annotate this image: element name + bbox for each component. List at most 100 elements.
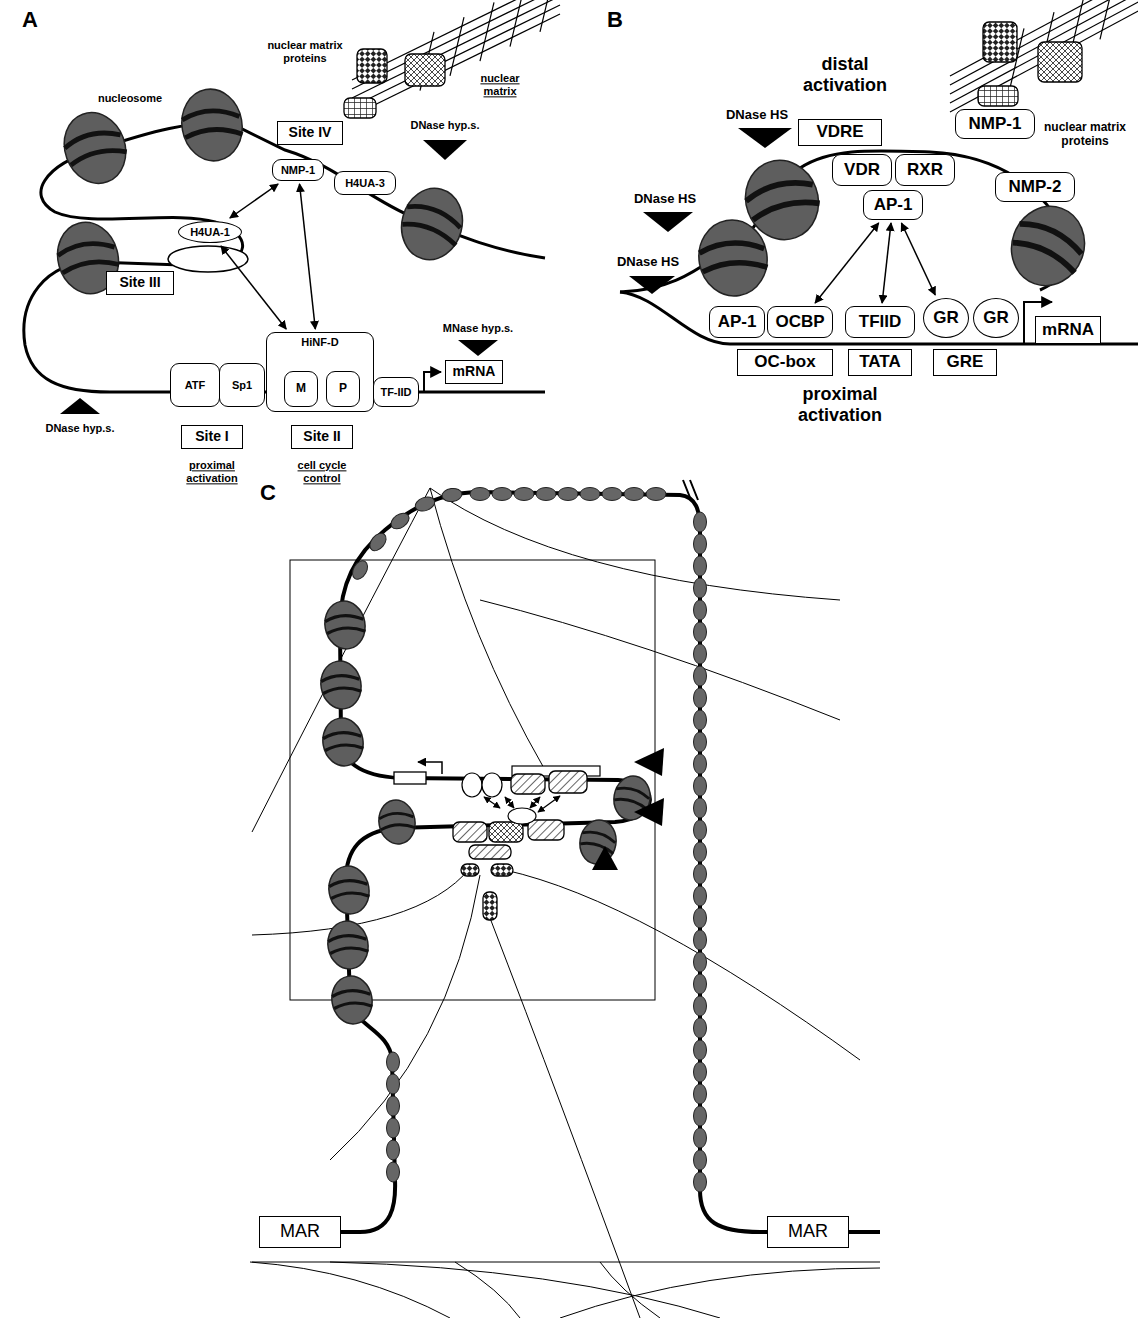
matrix-fiber (430, 488, 840, 600)
nucleosome-core (324, 918, 372, 972)
nucleosome (317, 658, 365, 712)
site-label: DNase HS (625, 192, 705, 207)
matrix-fiber (430, 488, 545, 770)
function-label: proximal activation (172, 459, 252, 484)
node-text: HiNF-D (301, 336, 338, 348)
node-text: mRNA (453, 364, 496, 379)
small-nucleosome (694, 974, 707, 994)
protein-box: NMP-1 (272, 159, 324, 181)
small-nucleosome (387, 1162, 400, 1182)
dna-wrap (57, 237, 115, 262)
site-box: Site I (181, 425, 243, 449)
small-nucleosome (694, 864, 707, 884)
node-text: H4UA-3 (345, 177, 385, 189)
dna-wrap (582, 830, 617, 843)
small-nucleosome (514, 488, 534, 501)
small-nucleosome (694, 754, 707, 774)
matrix-protein (983, 22, 1017, 62)
matrix-fiber (352, 0, 560, 89)
dna-wrap (185, 124, 243, 144)
small-nucleosome (387, 1096, 400, 1116)
dna-wrap (751, 193, 819, 227)
small-nucleosome (492, 488, 512, 501)
dna-wrap (699, 237, 765, 260)
matrix-fiber (250, 1262, 450, 1318)
hypersensitive-site (458, 340, 498, 356)
function-label: cell cycle control (282, 459, 362, 484)
dna-wrap (181, 106, 239, 127)
transcript-box: mRNA (1035, 316, 1101, 344)
hypersensitive-site (634, 748, 664, 776)
small-nucleosome (694, 578, 707, 598)
nucleosome-core (375, 797, 418, 847)
small-nucleosome (536, 488, 556, 501)
factor-box (528, 820, 564, 840)
protein-box: TF-IID (373, 377, 419, 407)
nucleosome-core (319, 715, 367, 769)
small-nucleosome (441, 487, 463, 503)
element-box: OC-box (737, 349, 833, 376)
small-nucleosome (694, 1172, 707, 1192)
small-nucleosome (694, 666, 707, 686)
dna-strand (620, 292, 1138, 344)
dna-wrap (401, 221, 459, 246)
factor-box (453, 822, 487, 842)
small-nucleosome (694, 644, 707, 664)
small-nucleosome (694, 930, 707, 950)
nucleosome (325, 863, 373, 917)
node-text: RXR (907, 161, 943, 180)
interaction-arrow (882, 223, 891, 303)
dna-wrap (381, 822, 416, 834)
node-text: AP-1 (718, 313, 757, 332)
protein-box: ATF (170, 363, 220, 407)
nucleosome-core (328, 973, 376, 1027)
matrix-fiber (352, 5, 560, 107)
matrix-protein (491, 864, 513, 876)
node-text: GR (933, 309, 959, 328)
dna-wrap (327, 625, 366, 638)
factor-box (469, 845, 511, 859)
matrix-fiber (560, 1268, 880, 1318)
nucleosome-core (693, 215, 773, 302)
node-text: Site I (195, 429, 228, 444)
small-nucleosome (694, 1128, 707, 1148)
node-text: MAR (280, 1222, 320, 1242)
nucleosome-core (176, 84, 248, 165)
hypersensitive-site (60, 398, 100, 414)
function-label: distal activation (785, 54, 905, 95)
mar-box: MAR (259, 1216, 341, 1248)
interaction-arrow (505, 797, 514, 808)
break-mark (683, 480, 698, 500)
small-nucleosome (387, 1074, 400, 1094)
dna-wrap (332, 987, 371, 1001)
small-nucleosome (694, 732, 707, 752)
node-text: Sp1 (232, 379, 252, 391)
small-nucleosome (694, 1018, 707, 1038)
protein-box: NMP-2 (995, 172, 1075, 202)
hypersensitive-site (634, 798, 664, 826)
small-nucleosome (694, 1106, 707, 1126)
dna-strand (262, 492, 880, 1232)
small-nucleosome (387, 1140, 400, 1160)
node-text: TATA (859, 353, 901, 372)
interaction-arrow (230, 184, 278, 218)
dna-wrap (1017, 219, 1085, 254)
protein-box: M (284, 371, 318, 407)
panel-letter: B (600, 7, 630, 32)
interaction-arrow (221, 246, 286, 329)
dna-wrap (328, 932, 367, 946)
nucleosome-core (325, 863, 373, 917)
interaction-arrow (484, 797, 500, 808)
matrix-protein (483, 892, 497, 920)
matrix-fiber (1100, 0, 1114, 39)
small-nucleosome (580, 488, 600, 501)
small-nucleosome (694, 1084, 707, 1104)
dna-wrap (1010, 239, 1078, 273)
protein-box: Sp1 (219, 363, 265, 407)
dna-wrap (379, 810, 414, 823)
protein-box: H4UA-3 (334, 171, 396, 195)
matrix-fiber (455, 1262, 520, 1318)
small-nucleosome (694, 512, 707, 532)
small-nucleosome (694, 1040, 707, 1060)
node-text: TF-IID (380, 386, 411, 398)
